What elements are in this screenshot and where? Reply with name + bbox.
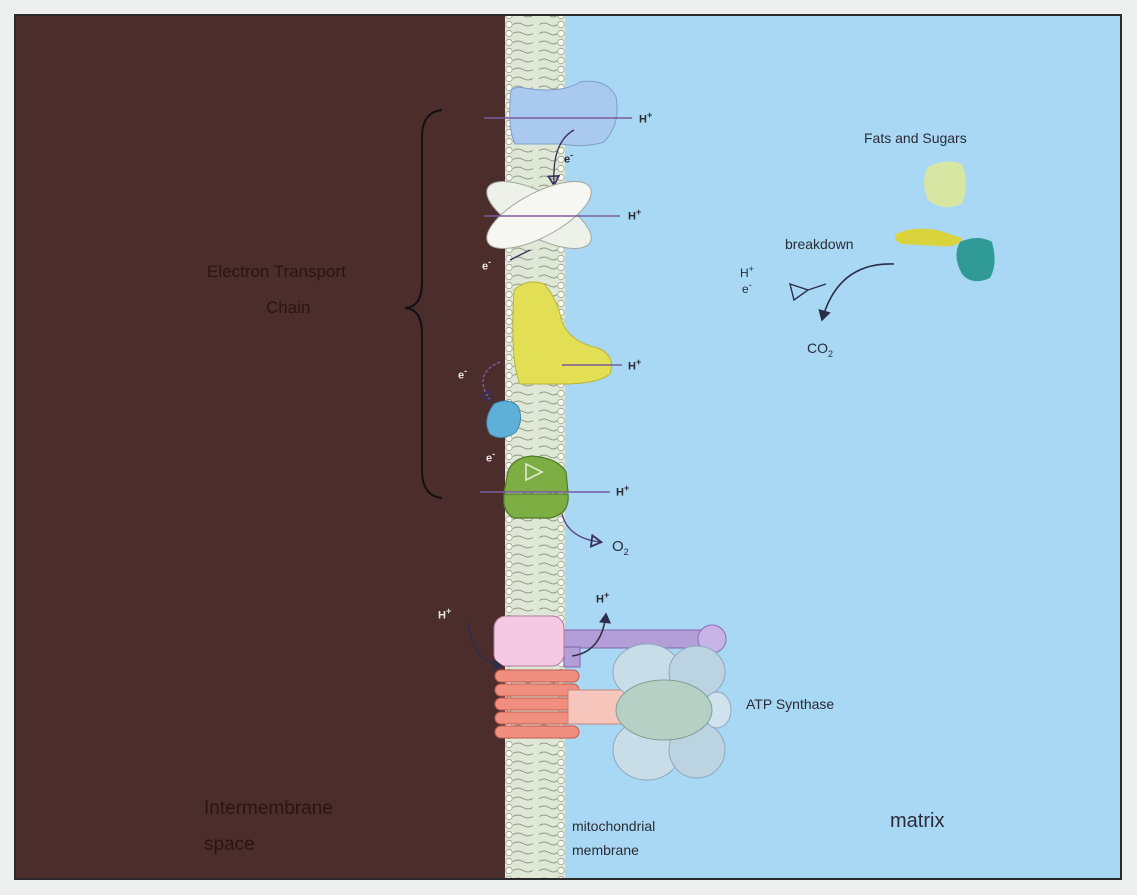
electron-arrow-2 — [509, 249, 531, 261]
membrane-label-2: membrane — [572, 842, 639, 858]
etc-label-line1: Electron Transport — [207, 262, 346, 281]
breakdown-electron-triangle — [789, 282, 810, 302]
h-label-complex2: H+ — [628, 207, 642, 223]
atp-channel — [493, 615, 565, 667]
co2-sub: 2 — [828, 348, 834, 359]
atp-stator-arm — [549, 629, 711, 649]
atp-f1-head — [612, 643, 732, 781]
etc-brace — [404, 109, 443, 499]
electron-triangle — [525, 462, 544, 482]
sugar-blob-teal — [956, 238, 995, 282]
etc-label-line2: Chain — [266, 298, 311, 317]
breakdown-h-label: H+ — [740, 264, 754, 280]
atp-rotor-ring — [494, 669, 580, 739]
e-label-1: e- — [564, 150, 574, 166]
breakdown-electron-line — [807, 283, 827, 291]
e-label-2: e- — [482, 257, 492, 273]
atp-stator-lower — [563, 646, 581, 668]
complex-i — [509, 80, 618, 147]
electron-arrow-3 — [483, 361, 501, 400]
atp-proton-arrow-out — [571, 612, 612, 657]
complex-iv-bottom — [503, 493, 569, 519]
electron-arrow-1 — [554, 129, 575, 184]
h-label-atp-out: H+ — [596, 590, 610, 606]
h-label-complex4: H+ — [616, 483, 630, 499]
sugar-blob-yellow — [894, 228, 962, 247]
h-label-complex1: H+ — [639, 110, 653, 126]
e-label-4: e- — [486, 449, 496, 465]
e-label-3: e- — [458, 366, 468, 382]
complex-iii — [512, 281, 612, 385]
matrix-label: matrix — [890, 810, 945, 832]
complex-ii-b — [486, 181, 592, 249]
intermembrane-label-1: Intermembrane — [204, 798, 333, 819]
intermembrane-label-2: space — [204, 834, 255, 855]
breakdown-arrow — [818, 263, 895, 322]
membrane-label-1: mitochondrial — [572, 818, 656, 834]
h-label-atp-in: H+ — [438, 606, 452, 622]
atp-proton-arrow-in — [467, 621, 504, 671]
diagram-canvas: Electron Transport Chain Fats and Sugars… — [16, 16, 1120, 878]
co2-label: CO2 — [807, 340, 833, 359]
breakdown-e-label: e- — [742, 280, 752, 296]
diagram-svg — [16, 16, 1120, 878]
o2-label: O2 — [612, 538, 629, 557]
cytochrome-c — [486, 400, 522, 438]
complex-iv-top — [503, 455, 569, 493]
co2-base: CO — [807, 340, 828, 356]
h-label-complex3: H+ — [628, 357, 642, 373]
diagram-frame: Electron Transport Chain Fats and Sugars… — [14, 14, 1122, 880]
breakdown-label: breakdown — [785, 236, 854, 252]
atp-synthase-label: ATP Synthase — [746, 696, 835, 712]
fat-blob-pale — [924, 161, 966, 208]
intermembrane-space-region — [16, 16, 512, 878]
fats-sugars-label: Fats and Sugars — [864, 130, 967, 146]
oxygen-arrow — [561, 513, 600, 542]
